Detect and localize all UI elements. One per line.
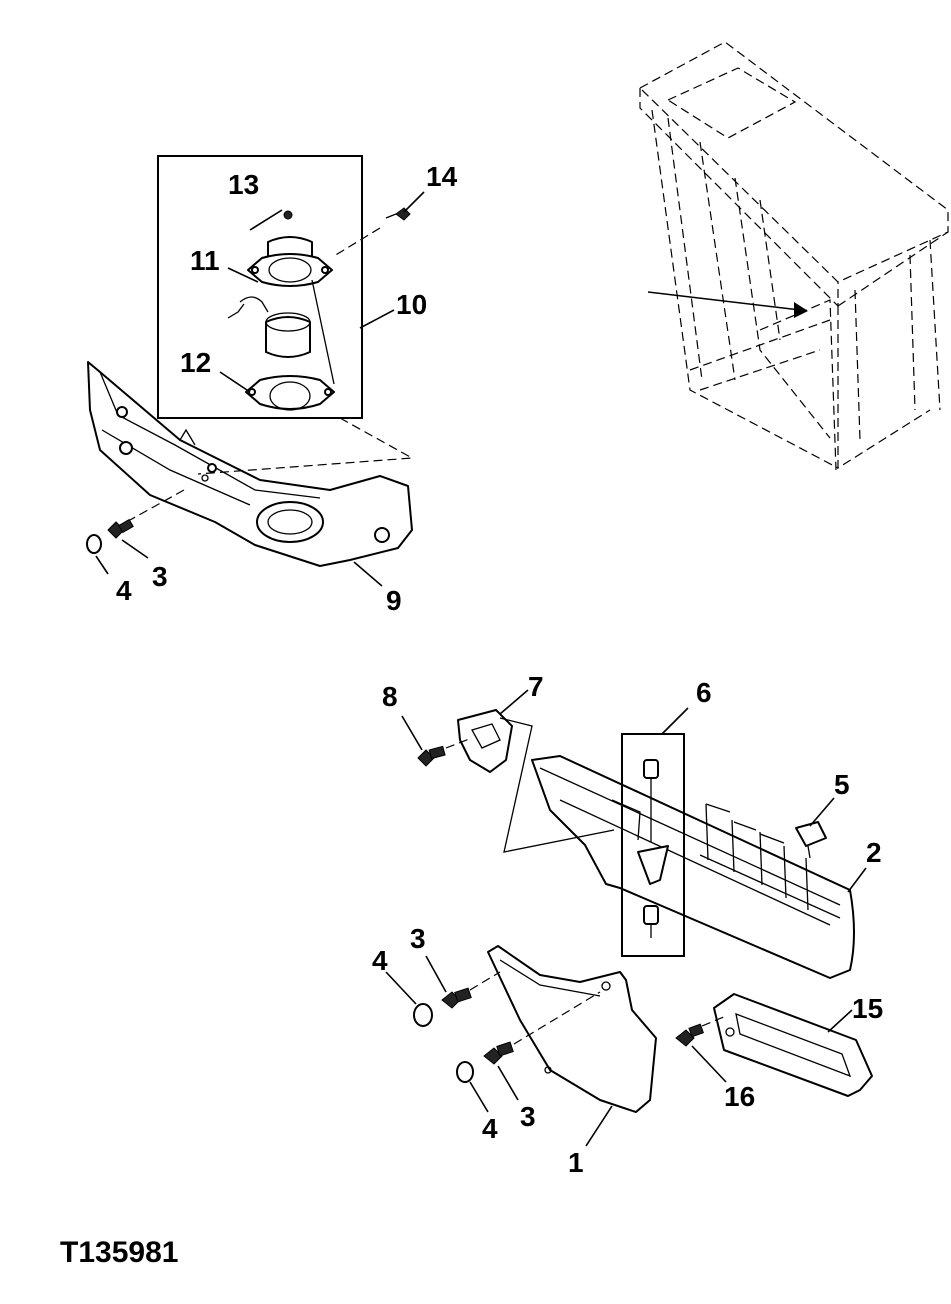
cab-overview [638, 41, 949, 471]
part-4-plug-lower [456, 1061, 474, 1083]
part-7-bracket [457, 709, 615, 853]
figure-id: T135981 [60, 1236, 178, 1269]
part-8-screw [417, 737, 473, 767]
callout-3-upper: 3 [152, 561, 168, 592]
callout-3-lower: 3 [520, 1101, 536, 1132]
callout-4-upper: 4 [116, 575, 132, 606]
callout-4-mid: 4 [372, 945, 388, 976]
part-4-plug-upper [86, 534, 102, 554]
part-3-screw-mid [441, 971, 501, 1009]
part-4-plug-mid [413, 1003, 433, 1027]
callout-8: 8 [382, 681, 398, 712]
callout-labels: 13 14 11 10 12 3 4 9 8 7 6 5 2 3 4 15 16… [116, 161, 883, 1178]
callout-15: 15 [852, 993, 883, 1024]
callout-14: 14 [426, 161, 458, 192]
callout-1: 1 [568, 1147, 584, 1178]
part-10-lamp-kit-box [157, 155, 363, 419]
leader-lines [95, 191, 867, 1147]
location-arrow-line [647, 291, 801, 311]
callout-4-lower: 4 [482, 1113, 498, 1144]
location-arrow-head [794, 302, 808, 318]
part-1-side-panel [487, 945, 657, 1113]
part-6-box [621, 733, 685, 957]
callout-9: 9 [386, 585, 402, 616]
part-16-screw [675, 1015, 727, 1047]
part-5-clip [795, 821, 827, 859]
part-15-cover [713, 993, 873, 1097]
part-13-screw [283, 210, 293, 220]
part-2-panel [531, 755, 855, 979]
callout-16: 16 [724, 1081, 755, 1112]
callout-11: 11 [190, 245, 220, 276]
callout-2: 2 [866, 837, 882, 868]
callout-5: 5 [834, 769, 850, 800]
callout-7: 7 [528, 671, 544, 702]
callout-3-mid: 3 [410, 923, 426, 954]
part-3-screw-upper [107, 518, 134, 539]
callout-12: 12 [180, 347, 211, 378]
part-3-screw-lower [483, 991, 601, 1065]
part-6-lighter [637, 759, 669, 938]
part-10-lamp-kit [227, 236, 335, 411]
callout-6: 6 [696, 677, 712, 708]
part-9-console [87, 361, 413, 567]
callout-13: 13 [228, 169, 259, 200]
part-14-screw [385, 207, 411, 221]
callout-10: 10 [396, 289, 427, 320]
